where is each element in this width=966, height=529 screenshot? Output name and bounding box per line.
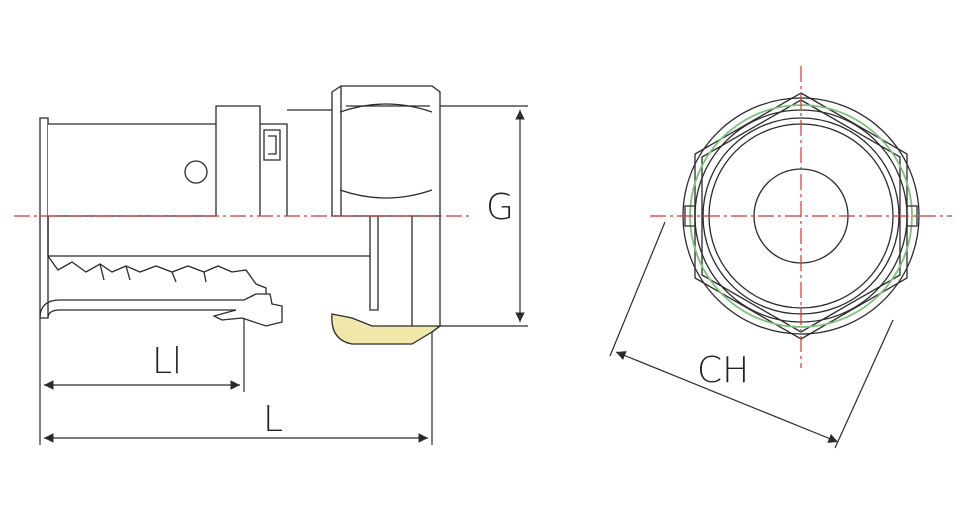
clip-ring [260,123,288,216]
dim-ch [609,221,894,449]
serrated-insert [47,255,257,285]
brass-seal [331,313,442,345]
dim-l [44,332,433,445]
dim-li [39,318,245,445]
dimension-label-g: G [486,187,514,228]
side-view [39,85,442,345]
pipe-flange [39,117,49,319]
dim-g [440,105,528,327]
inner-tube [47,216,371,257]
pipe-wall [39,293,283,327]
dimension-label-ch: CH [697,350,750,391]
dimension-label-l: L [263,399,284,440]
inspection-hole [184,160,208,184]
dimension-label-li: Ll [152,341,183,382]
